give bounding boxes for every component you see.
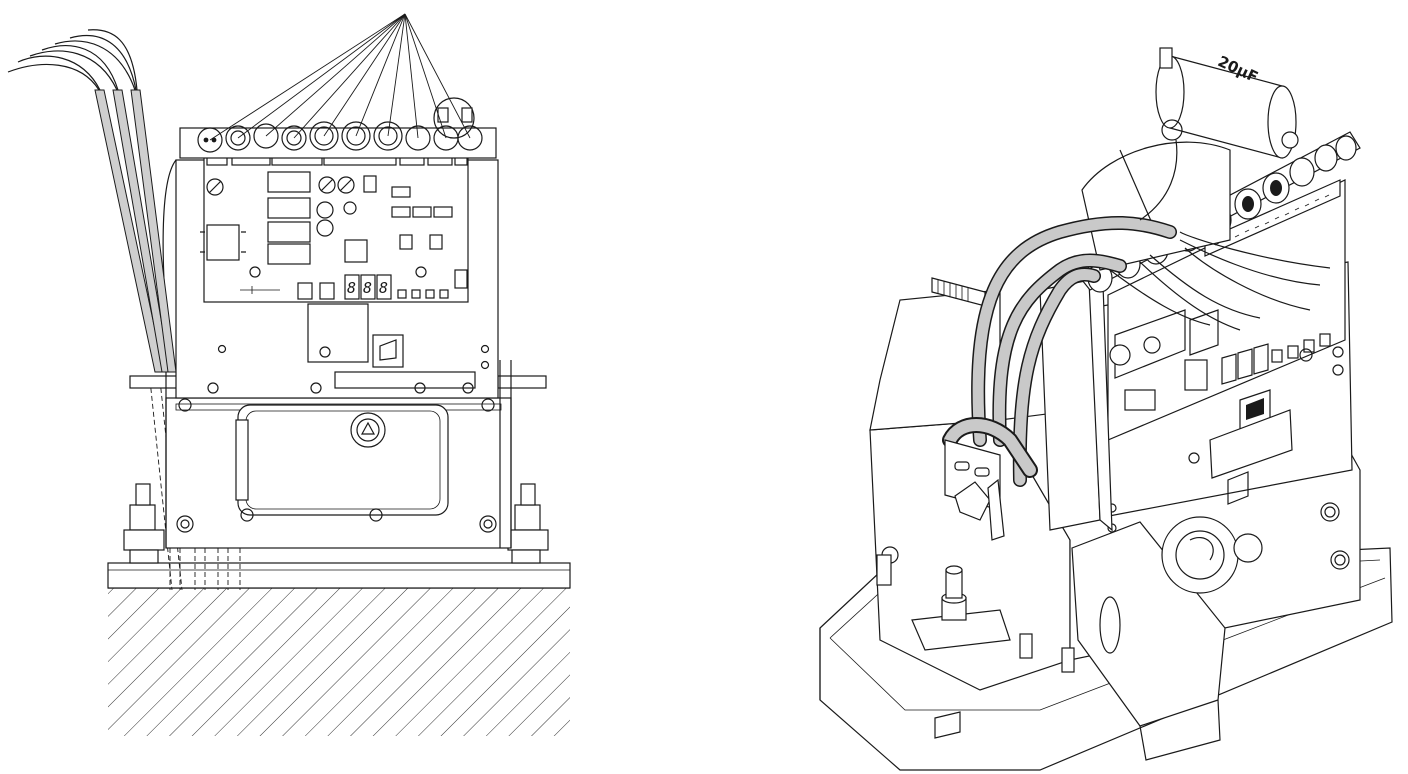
display-digit-1: 8 [347, 279, 356, 297]
main-switch [372, 334, 404, 368]
display-digit-2: 8 [363, 279, 372, 297]
release-knob [1161, 516, 1263, 594]
cable-clamp [944, 439, 1005, 541]
threaded-rod [931, 277, 986, 307]
plate-screws [207, 344, 490, 394]
release-handle [1071, 521, 1226, 761]
base-plate [107, 562, 571, 589]
housing-screws [176, 398, 497, 533]
display-digit-3: 8 [379, 279, 388, 297]
led-display: 8 8 8 [344, 274, 392, 300]
iso-control-plate [1079, 179, 1353, 533]
gear-cover [235, 404, 449, 516]
iso-side-plate [1039, 257, 1113, 532]
isometric-view: 20µF [819, 47, 1393, 771]
ground-hatch [108, 587, 570, 736]
leader-lines [209, 13, 471, 141]
iso-cables [942, 139, 1331, 487]
control-board: 8 8 8 [200, 151, 469, 303]
iso-led-display [1221, 343, 1269, 385]
right-foot [507, 483, 549, 564]
front-view: 8 8 8 [7, 13, 571, 736]
iso-foot-bolt [876, 554, 1075, 739]
cable-glands [179, 97, 497, 159]
left-foot [123, 483, 165, 564]
incoming-cables [7, 29, 177, 373]
capacitor: 20µF [1155, 47, 1299, 159]
